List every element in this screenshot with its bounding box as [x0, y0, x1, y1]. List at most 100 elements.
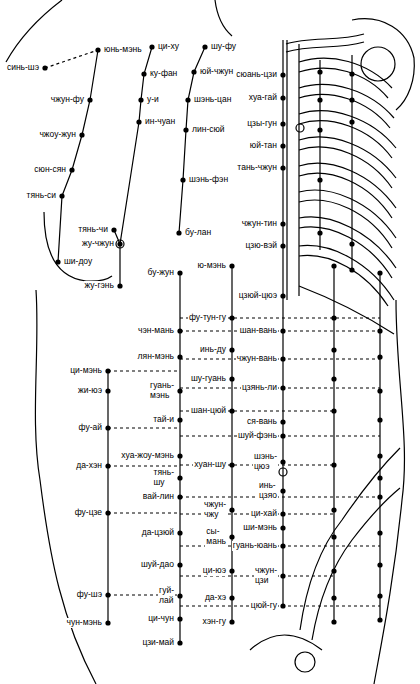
point-dot — [149, 44, 154, 49]
point-label: да-хэ — [204, 593, 227, 603]
point-label: шу-гуань — [190, 374, 227, 384]
point-dot — [280, 293, 285, 298]
point-label: у-и — [146, 95, 160, 105]
point-dot — [177, 494, 182, 499]
point-dot — [377, 388, 382, 393]
point-dot — [280, 525, 285, 530]
point-label: да-хэн — [75, 461, 103, 471]
point-dot — [111, 227, 116, 232]
point-dot — [331, 619, 336, 624]
point-dot — [229, 507, 234, 512]
point-label: шан-цюй — [190, 406, 227, 416]
point-dot — [377, 494, 382, 499]
point-label: жу-чжун — [81, 239, 115, 249]
point-dot — [105, 388, 110, 393]
point-dot — [55, 259, 60, 264]
point-dot — [177, 530, 182, 535]
point-label: ю-мэнь — [196, 261, 227, 271]
point-label: чэн-мань — [137, 326, 175, 336]
point-label: цзюй-цюэ — [238, 291, 278, 301]
point-dot — [317, 69, 322, 74]
point-label: сы- мань — [205, 527, 227, 547]
point-label: чжун- цзи — [254, 566, 278, 586]
point-label: ши-мэнь — [242, 523, 278, 533]
point-label: цзи-май — [141, 638, 175, 648]
point-dot — [377, 270, 382, 275]
point-label: сюн-сян — [33, 165, 67, 175]
point-label: фу-тун-гу — [188, 313, 227, 323]
point-dot — [180, 177, 185, 182]
point-dot — [229, 263, 234, 268]
point-dot — [377, 453, 382, 458]
point-dot — [280, 488, 285, 493]
point-dot — [331, 263, 336, 268]
point-label: бу-лан — [184, 228, 212, 238]
point-dot — [177, 270, 182, 275]
point-label: лян-мэнь — [137, 352, 175, 362]
point-label: гуй- лай — [158, 586, 175, 606]
point-label: синь-шэ — [6, 63, 40, 73]
point-dot — [87, 97, 92, 102]
point-dot — [136, 119, 141, 124]
point-label: ин-чуан — [144, 117, 176, 127]
point-dot — [176, 230, 181, 235]
point-dot — [177, 453, 182, 458]
point-dot — [177, 640, 182, 645]
point-dot — [349, 241, 354, 246]
point-label: чун-мэнь — [65, 618, 103, 628]
point-label: юй-тан — [249, 141, 278, 151]
point-dot — [331, 347, 336, 352]
point-dot — [349, 267, 354, 272]
point-dot — [377, 354, 382, 359]
point-dot — [177, 354, 182, 359]
point-label: фу-шэ — [76, 590, 103, 600]
point-dot — [280, 143, 285, 148]
point-dot — [280, 511, 285, 516]
point-dot — [280, 603, 285, 608]
point-dot — [141, 71, 146, 76]
point-dot — [280, 95, 285, 100]
point-dot — [331, 507, 336, 512]
point-label: шэнь-цан — [193, 95, 232, 105]
point-dot — [280, 573, 285, 578]
point-dot — [229, 408, 234, 413]
point-dot — [280, 459, 285, 464]
point-dot — [331, 534, 336, 539]
point-label: юнь-мэнь — [103, 45, 143, 55]
point-dot — [177, 593, 182, 598]
point-label: ши-доу — [63, 257, 93, 267]
point-dot — [177, 388, 182, 393]
point-label: фу-ай — [78, 423, 103, 433]
point-dot — [280, 165, 285, 170]
point-dot — [280, 433, 285, 438]
point-label: бу-жун — [147, 268, 176, 278]
point-label: чжун-вань — [236, 354, 278, 364]
point-dot — [280, 543, 285, 548]
point-label: ци-хай — [250, 509, 278, 519]
point-dot — [177, 417, 182, 422]
point-dot — [177, 328, 182, 333]
point-dot — [280, 243, 285, 248]
point-dot — [331, 568, 336, 573]
point-dot — [317, 177, 322, 182]
point-dot — [42, 65, 47, 70]
point-label: цюй-гу — [250, 601, 278, 611]
point-dot — [317, 127, 322, 132]
point-dot — [79, 132, 84, 137]
point-dot — [229, 534, 234, 539]
point-dot — [280, 419, 285, 424]
point-label: хуа-гай — [248, 93, 278, 103]
point-dot — [138, 97, 143, 102]
point-dot — [177, 616, 182, 621]
point-label: тань-чжун — [236, 163, 278, 173]
point-dot — [229, 619, 234, 624]
point-dot — [377, 617, 382, 622]
point-dot — [377, 530, 382, 535]
point-dot — [331, 595, 336, 600]
point-dot — [377, 417, 382, 422]
point-dot — [229, 568, 234, 573]
point-label: шу-фу — [210, 42, 237, 52]
point-dot — [177, 475, 182, 480]
point-label: вай-лин — [142, 492, 175, 502]
